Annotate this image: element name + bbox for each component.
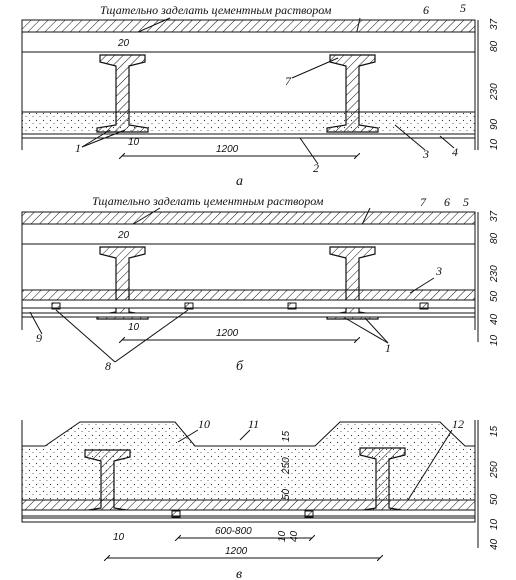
panel-b-batten-3: [287, 302, 297, 310]
panel-b-steel-beam-left: [96, 246, 149, 320]
panel-a-callout-6: 6: [423, 3, 429, 17]
panel-b-floor-board: [21, 223, 476, 245]
panel-a-caption: а: [236, 174, 243, 189]
panel-v-dim-40: 40: [289, 530, 300, 542]
panel-v-batten-2: [304, 510, 314, 518]
panel-a-dim-1200: 1200: [216, 144, 239, 155]
panel-a-callout-7: 7: [285, 74, 292, 88]
panel-v-ceiling-layer: [21, 517, 476, 523]
panel-b-callout-3: 3: [435, 264, 442, 278]
panel-a-callout-2: 2: [313, 161, 319, 175]
panel-b-batten-2: [184, 302, 194, 310]
panel-b-dim-20: 20: [117, 230, 130, 241]
panel-b-callout-7: 7: [420, 195, 427, 209]
panel-v-caption: в: [236, 567, 242, 580]
panel-a-note: Тщательно заделать цементным раствором: [100, 3, 332, 17]
panel-v-air-gap: [21, 509, 476, 517]
panel-v-dim-10: 10: [113, 532, 125, 543]
panel-b-plank-layer: [21, 289, 476, 301]
panel-a-insulation-layer: [21, 111, 476, 135]
panel-v-batten-1: [171, 510, 181, 518]
panel-b-caption: б: [236, 359, 244, 374]
panel-v-vdim-15: 15: [489, 425, 500, 437]
panel-b-vdim-40: 40: [489, 313, 500, 325]
panel-a-vdim-230: 230: [489, 83, 500, 101]
panel-a-top-screed: [21, 19, 476, 33]
panel-a-callout-4: 4: [452, 145, 458, 159]
panel-a-floor-board: [21, 31, 476, 53]
panel-v: 10 600-800 10 40 1200 15 250 50 15 250 5…: [21, 417, 500, 580]
panel-v-vdim-40: 40: [489, 538, 500, 550]
panel-b-steel-beam-right: [326, 246, 379, 320]
panel-b-vdim-230: 230: [489, 265, 500, 283]
panel-b-ceiling-layer: [21, 312, 476, 318]
panel-v-lightweight-concrete-fill: [21, 421, 476, 501]
panel-a-vdim-80: 80: [489, 40, 500, 52]
panel-v-callout-12: 12: [452, 417, 464, 431]
panel-b-air-gap: [21, 299, 476, 309]
panel-v-callout-10: 10: [198, 417, 210, 431]
panel-a-callout-1: 1: [75, 141, 81, 155]
panel-v-callout-11: 11: [248, 417, 259, 431]
panel-v-dim-10b: 10: [277, 530, 288, 542]
panel-v-inner-vdim-250: 250: [281, 457, 292, 475]
panel-v-vdim-50: 50: [489, 493, 500, 505]
panel-a-callout-5: 5: [460, 1, 466, 15]
panel-b: Тщательно заделать цементным раствором 2…: [21, 194, 500, 374]
panel-b-callout-5: 5: [463, 195, 469, 209]
panel-v-dim-1200: 1200: [225, 546, 248, 557]
panel-v-dim-600-800: 600-800: [215, 526, 252, 537]
panel-a-ceiling-layer: [21, 133, 476, 139]
panel-b-vdim-37: 37: [489, 210, 500, 222]
panel-a-vdim-37: 37: [489, 18, 500, 30]
panel-b-callout-1: 1: [385, 341, 391, 355]
panel-v-inner-vdim-50: 50: [281, 488, 292, 500]
panel-v-vdim-250: 250: [489, 461, 500, 479]
panel-b-dim-10: 10: [128, 322, 140, 333]
panel-a-callout-3: 3: [422, 147, 429, 161]
panel-v-vdim-10: 10: [489, 518, 500, 530]
panel-b-callout-9: 9: [36, 331, 42, 345]
panel-b-callout-8: 8: [105, 359, 111, 373]
panel-b-vdim-80: 80: [489, 232, 500, 244]
panel-b-vdim-50: 50: [489, 290, 500, 302]
panel-b-vdim-10: 10: [489, 334, 500, 346]
panel-a-dim-20: 20: [117, 38, 130, 49]
panel-b-callout-6: 6: [444, 195, 450, 209]
panel-a-vdim-90: 90: [489, 118, 500, 130]
panel-b-batten-1: [51, 302, 61, 310]
panel-a-dim-10: 10: [128, 137, 140, 148]
panel-b-top-screed: [21, 211, 476, 225]
panel-b-batten-4: [419, 302, 429, 310]
panel-v-inner-vdim-15: 15: [281, 430, 292, 442]
panel-v-plank-layer: [21, 499, 476, 511]
panel-a: Тщательно заделать цементным раствором 2…: [21, 1, 500, 189]
panel-b-dim-1200: 1200: [216, 328, 239, 339]
panel-a-vdim-10: 10: [489, 138, 500, 150]
panel-b-note: Тщательно заделать цементным раствором: [92, 194, 324, 208]
